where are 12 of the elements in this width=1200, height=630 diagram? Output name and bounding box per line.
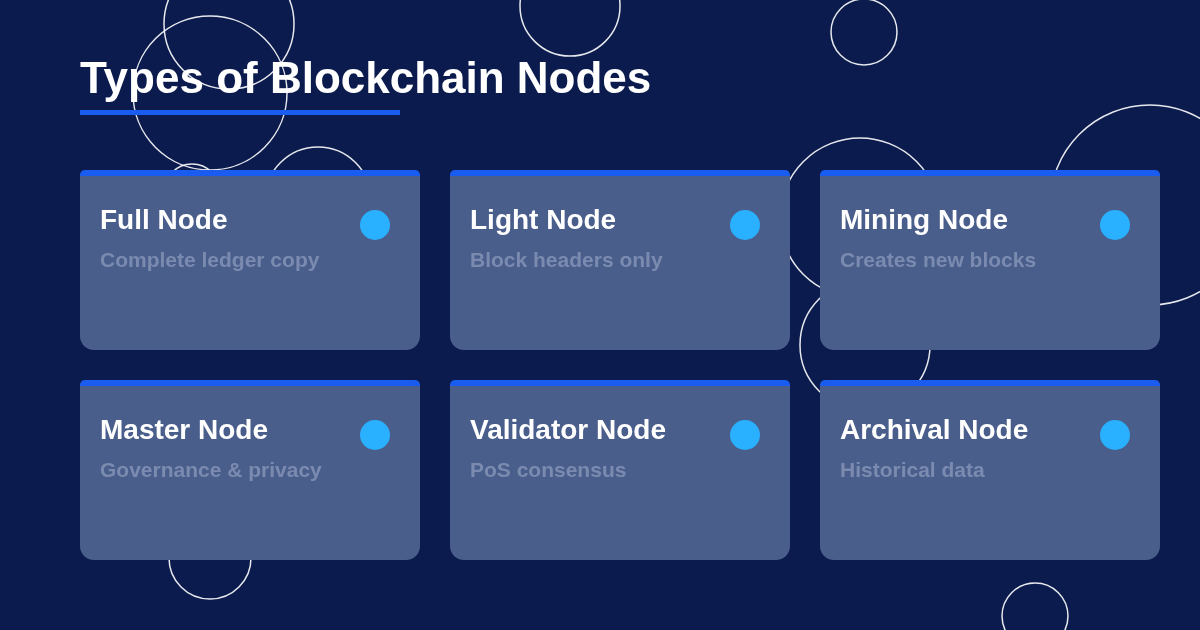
node-card [450, 380, 790, 560]
node-title: Full Node [100, 204, 228, 236]
node-card [820, 170, 1160, 350]
node-card [80, 170, 420, 350]
node-title: Light Node [470, 204, 617, 236]
node-card [450, 170, 790, 350]
node-card [80, 380, 420, 560]
node-title: Archival Node [840, 414, 1029, 446]
node-title: Master Node [100, 414, 269, 446]
node-card [820, 380, 1160, 560]
node-title: Mining Node [840, 204, 1008, 236]
node-title: Validator Node [470, 414, 667, 446]
